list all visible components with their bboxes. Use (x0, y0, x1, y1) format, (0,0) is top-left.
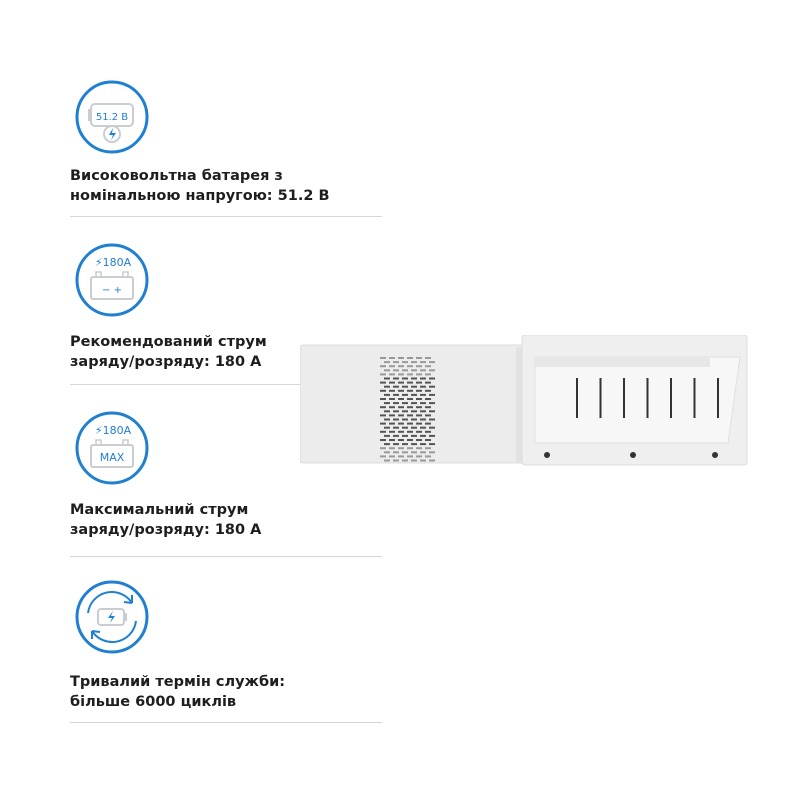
divider (70, 722, 382, 723)
cell-slot (670, 378, 672, 418)
vent-grille (380, 357, 435, 462)
cell-slot (576, 378, 578, 418)
cell-slot (646, 378, 649, 418)
feature-title-line2: заряду/розряду: 180 А (70, 522, 262, 538)
feature-title-line1: Рекомендований струм (70, 334, 267, 350)
svg-text:MAX: MAX (100, 451, 125, 464)
battery-product-image (300, 335, 748, 466)
feature-title-line2: заряду/розряду: 180 А (70, 354, 262, 370)
battery-cycle-icon (75, 580, 149, 654)
feature-title-line2: номінальною напругою: 51.2 В (70, 188, 330, 204)
cell-slot (693, 378, 696, 418)
feature-title-line1: Максимальний струм (70, 502, 249, 518)
cell-slot (599, 378, 602, 418)
divider (70, 556, 382, 557)
battery-voltage-icon: 51.2 B (75, 80, 149, 154)
svg-text:⚡180A: ⚡180A (95, 424, 132, 437)
divider (70, 216, 382, 217)
feature-title-line2: більше 6000 циклів (70, 694, 237, 710)
feature-title-line1: Високовольтна батарея з (70, 168, 283, 184)
battery-current-icon: ⚡180A − + (75, 243, 149, 317)
cell-slot (623, 378, 625, 418)
svg-text:⚡180A: ⚡180A (95, 256, 132, 269)
divider (70, 384, 382, 385)
feature-title-line1: Тривалий термін служби: (70, 674, 286, 690)
cell-slot (717, 378, 719, 418)
svg-text:− +: − + (102, 285, 122, 296)
battery-max-current-icon: ⚡180A MAX (75, 411, 149, 485)
svg-text:51.2 B: 51.2 B (96, 112, 128, 123)
